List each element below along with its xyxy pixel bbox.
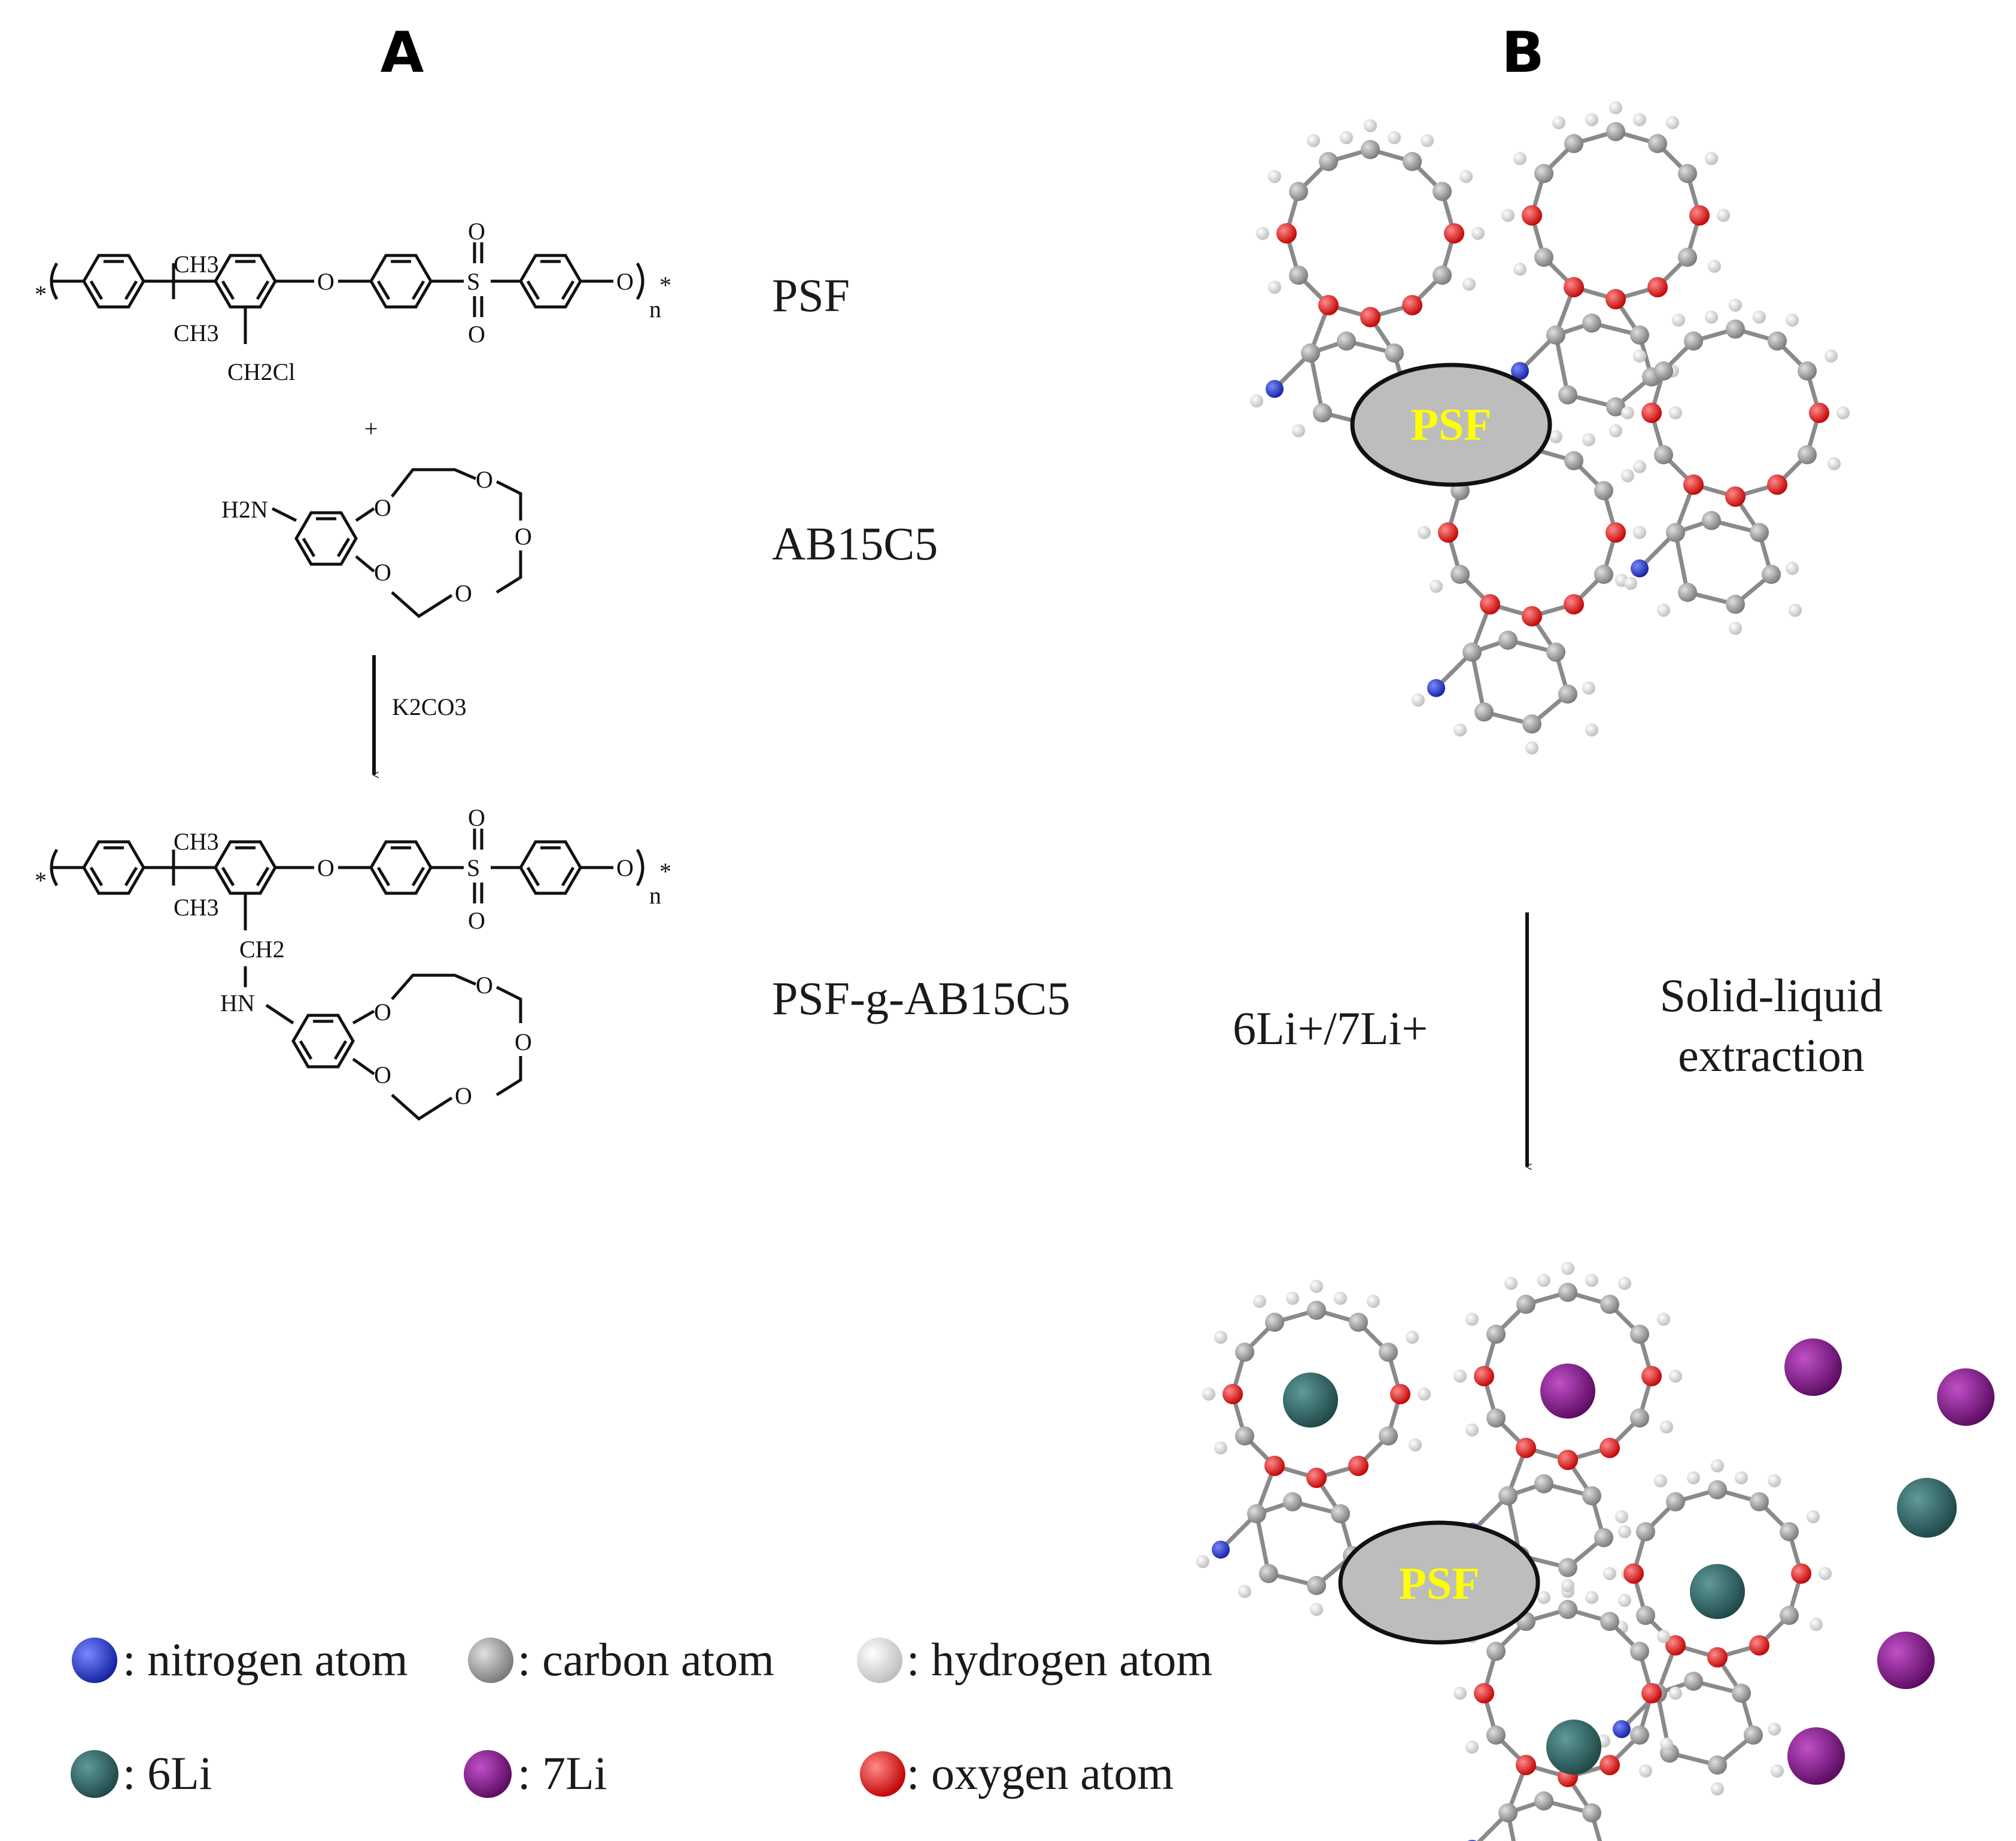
reagent-label: K2CO3 [392, 693, 466, 720]
svg-text:O: O [468, 321, 485, 348]
molecule-top: PSF [1250, 101, 1850, 754]
svg-text:O: O [455, 580, 472, 607]
legend-carbon-label: : carbon atom [518, 1633, 774, 1685]
svg-text:O: O [468, 804, 485, 831]
psf-label: PSF [772, 269, 850, 321]
svg-text:CH2Cl: CH2Cl [227, 358, 295, 385]
svg-text:O: O [374, 559, 391, 586]
free-li7-ion [1937, 1368, 1994, 1426]
svg-text:O: O [515, 523, 532, 550]
svg-text:O: O [317, 268, 335, 295]
svg-text:O: O [616, 854, 634, 881]
svg-text:O: O [468, 218, 485, 245]
svg-text:O: O [374, 1061, 391, 1088]
legend-li7-label: : 7Li [518, 1747, 607, 1799]
psf-core-top [1350, 363, 1552, 487]
legend-nitrogen-icon [72, 1638, 117, 1683]
legend-hydrogen-icon [857, 1638, 902, 1683]
legend-hydrogen-label: : hydrogen atom [907, 1633, 1212, 1685]
psf-core-bottom [1338, 1520, 1540, 1645]
legend-li6-icon [71, 1750, 118, 1798]
legend: : nitrogen atom : carbon atom : hydrogen… [71, 1633, 1212, 1799]
psf-core-bottom-label: PSF [1398, 1559, 1479, 1609]
ab15c5-structure: H2N O O O O O [221, 466, 532, 619]
legend-carbon-icon [468, 1638, 513, 1683]
legend-li6-label: : 6Li [123, 1747, 212, 1799]
free-li7-ion [1784, 1338, 1842, 1396]
svg-text:O: O [455, 1082, 472, 1109]
free-li7-ion [1877, 1632, 1935, 1689]
product-structure: * CH3 CH3 CH2 HN O O O O O O S O O [35, 804, 671, 1121]
psf-core-top-label: PSF [1410, 400, 1491, 450]
product-label: PSF-g-AB15C5 [772, 972, 1070, 1024]
svg-text:n: n [649, 882, 661, 909]
svg-text:CH3: CH3 [174, 319, 219, 346]
free-li7-ion [1787, 1727, 1845, 1785]
svg-text:O: O [616, 268, 634, 295]
svg-text:O: O [374, 494, 391, 521]
legend-oxygen-label: : oxygen atom [907, 1747, 1173, 1799]
free-li6-ion [1897, 1478, 1957, 1538]
process-step-line1: Solid-liquid [1660, 969, 1883, 1021]
svg-text:S: S [467, 854, 480, 881]
svg-text:n: n [649, 296, 661, 322]
svg-text:H2N: H2N [221, 496, 268, 523]
ions-label: 6Li+/7Li+ [1233, 1002, 1428, 1054]
svg-text:O: O [317, 854, 335, 881]
svg-text:*: * [35, 281, 47, 308]
psf-structure: * CH3 CH3 CH2Cl O S O O O n * [35, 218, 671, 385]
ab15c5-label: AB15C5 [772, 518, 938, 570]
process-step-line2: extraction [1678, 1029, 1865, 1081]
svg-text:O: O [468, 907, 485, 934]
li6-ion [1546, 1720, 1601, 1775]
svg-text:S: S [467, 268, 480, 295]
panel-label-b: B [1501, 20, 1544, 86]
molecule-bottom: PSF [1196, 1262, 1832, 1841]
svg-text:O: O [476, 972, 493, 999]
svg-text:O: O [515, 1028, 532, 1055]
plus-sign: + [364, 415, 378, 442]
panel-label-a: A [381, 20, 424, 86]
svg-text:O: O [374, 999, 391, 1026]
li6-ion [1283, 1373, 1338, 1428]
svg-text:CH3: CH3 [174, 828, 219, 855]
svg-text:HN: HN [220, 990, 255, 1017]
svg-text:O: O [476, 466, 493, 493]
legend-oxygen-icon [860, 1751, 905, 1797]
svg-text:CH3: CH3 [174, 251, 219, 278]
svg-text:*: * [659, 272, 671, 299]
svg-text:*: * [35, 867, 47, 894]
svg-text:CH3: CH3 [174, 894, 219, 921]
li7-ion [1540, 1364, 1595, 1419]
svg-text:CH2: CH2 [239, 936, 285, 963]
svg-text:*: * [659, 858, 671, 885]
legend-nitrogen-label: : nitrogen atom [123, 1633, 408, 1685]
legend-li7-icon [464, 1750, 512, 1798]
li6-ion [1690, 1564, 1745, 1619]
